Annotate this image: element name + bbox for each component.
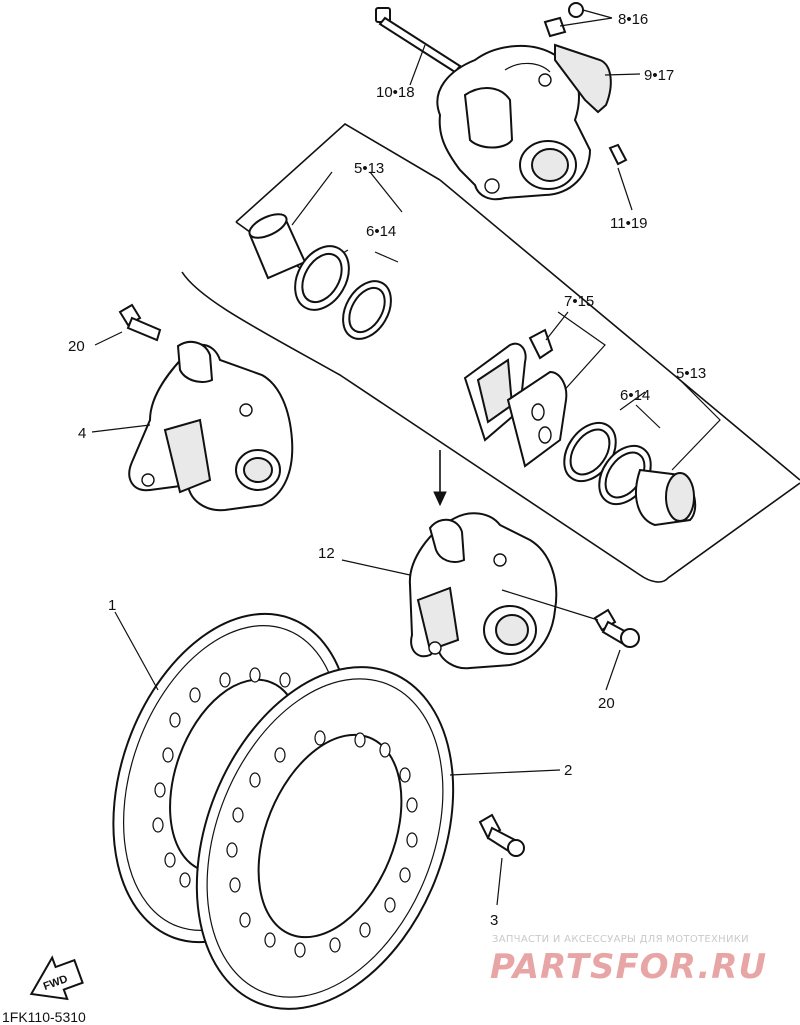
- callout-4: 4: [78, 425, 86, 442]
- callout-20-left: 20: [68, 338, 85, 355]
- callout-2: 2: [564, 762, 572, 779]
- caliper-12: [408, 512, 640, 670]
- callout-labels: 8•16 9•17 10•18 11•19 5•13 6•14 20 4 7•1…: [68, 11, 706, 929]
- leader-lines: [91, 9, 641, 906]
- callout-8-16: 8•16: [618, 11, 648, 28]
- piston-seals-right: [563, 421, 697, 527]
- watermark-caption: ЗАПЧАСТИ И АКСЕССУАРЫ ДЛЯ МОТОТЕХНИКИ: [492, 934, 749, 945]
- callout-3: 3: [490, 912, 498, 929]
- watermark-brand: PARTSFOR.RU: [490, 947, 767, 987]
- callout-6-14-right: 6•14: [620, 387, 650, 404]
- callout-12: 12: [318, 545, 335, 562]
- callout-1: 1: [108, 597, 116, 614]
- callout-20-right: 20: [598, 695, 615, 712]
- group-bracket-lines: [181, 123, 800, 583]
- callout-10-18: 10•18: [376, 84, 415, 101]
- brake-disc-2: [195, 666, 525, 1010]
- callout-5-13-right: 5•13: [676, 365, 706, 382]
- forward-arrow-icon: FWD: [29, 955, 84, 1001]
- caliper-top-assembly: [375, 2, 628, 201]
- callout-6-14-top: 6•14: [366, 223, 396, 240]
- diagram-code: 1FK110-5310: [2, 1009, 86, 1025]
- callout-5-13-top: 5•13: [354, 160, 384, 177]
- piston-seals-top: [248, 213, 392, 340]
- caliper-left-4: [118, 303, 294, 512]
- callout-11-19: 11•19: [610, 215, 648, 232]
- watermark: ЗАПЧАСТИ И АКСЕССУАРЫ ДЛЯ МОТОТЕХНИКИ PA…: [490, 934, 767, 987]
- callout-9-17: 9•17: [644, 67, 674, 84]
- callout-7-15: 7•15: [564, 293, 594, 310]
- brake-pads: [463, 328, 568, 468]
